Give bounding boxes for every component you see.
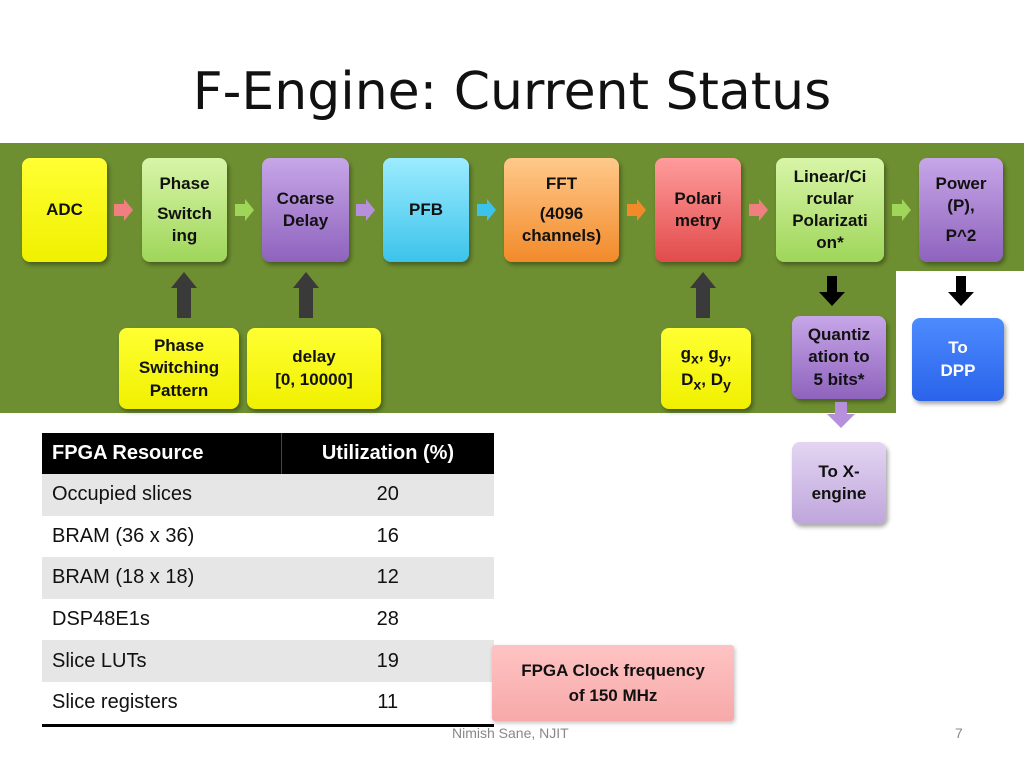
clock-frequency-note: FPGA Clock frequency of 150 MHz <box>492 645 734 721</box>
quantization-block: Quantiz ation to 5 bits* <box>792 316 886 399</box>
resource-cell: Slice LUTs <box>42 640 282 682</box>
phase-switching-block: Phase Switch ing <box>142 158 227 262</box>
fft-block: FFT (4096 channels) <box>504 158 619 262</box>
utilization-cell: 19 <box>281 640 494 682</box>
gains-line-2: Dx, Dy <box>681 369 731 393</box>
polarimetry-block: Polari metry <box>655 158 741 262</box>
arrow-linear-to-quantization <box>819 276 845 306</box>
arrow-delay-to-coarse <box>293 272 319 318</box>
to-x-engine-block: To X- engine <box>792 442 886 524</box>
table-row: BRAM (18 x 18) 12 <box>42 557 494 599</box>
resource-cell: Occupied slices <box>42 474 282 516</box>
polarimetry-line-1: Polari <box>674 188 722 208</box>
table-header-row: FPGA Resource Utilization (%) <box>42 433 494 474</box>
linear-circular-line-4: on* <box>816 233 844 253</box>
arrow-power-to-dpp <box>948 276 974 306</box>
phase-switching-line-2: Switch <box>157 203 212 223</box>
power-block: Power (P), P^2 <box>919 158 1003 262</box>
phase-pattern-line-3: Pattern <box>149 380 209 400</box>
phase-pattern-line-2: Switching <box>138 358 220 378</box>
utilization-cell: 28 <box>281 598 494 641</box>
to-dpp-block: To DPP <box>912 318 1004 401</box>
coarse-delay-line-2: Delay <box>282 211 329 230</box>
linear-circular-line-3: Polarizati <box>792 211 868 230</box>
clock-note-line-2: of 150 MHz <box>568 686 658 705</box>
adc-block: ADC <box>22 158 107 262</box>
utilization-cell: 20 <box>281 474 494 516</box>
resource-cell: Slice registers <box>42 681 282 727</box>
resource-cell: DSP48E1s <box>42 598 282 641</box>
linear-circular-line-2: rcular <box>806 188 854 208</box>
gains-line-1: gx, gy, <box>680 343 732 368</box>
resource-cell: BRAM (36 x 36) <box>42 515 282 558</box>
phase-pattern-line-1: Phase <box>153 336 205 356</box>
delay-input-block: delay [0, 10000] <box>247 328 381 409</box>
table-row: Occupied slices 20 <box>42 474 494 516</box>
arrow-gains-to-polarimetry <box>690 272 716 318</box>
table-row: BRAM (36 x 36) 16 <box>42 515 494 558</box>
footer-author: Nimish Sane, NJIT <box>452 725 569 741</box>
resource-cell: BRAM (18 x 18) <box>42 557 282 599</box>
quantization-line-2: ation to <box>808 347 870 367</box>
fft-line-2: (4096 <box>539 203 584 223</box>
clock-note-line-1: FPGA Clock frequency <box>521 660 705 680</box>
quantization-line-3: 5 bits* <box>813 369 865 389</box>
to-x-engine-line-2: engine <box>811 484 867 503</box>
table-row: Slice LUTs 19 <box>42 640 494 682</box>
coarse-delay-block: Coarse Delay <box>262 158 349 262</box>
polarimetry-line-2: metry <box>674 211 722 230</box>
phase-pattern-block: Phase Switching Pattern <box>119 328 239 409</box>
fft-line-3: channels) <box>521 226 602 246</box>
phase-switching-line-3: ing <box>171 226 198 246</box>
table-row: Slice registers 11 <box>42 681 494 727</box>
phase-switching-line-1: Phase <box>159 173 210 193</box>
slide-title: F-Engine: Current Status <box>192 62 832 122</box>
column-header-resource: FPGA Resource <box>42 433 282 474</box>
adc-label: ADC <box>46 199 83 219</box>
coarse-delay-line-1: Coarse <box>276 188 335 208</box>
arrow-quantization-to-xengine <box>827 402 855 428</box>
to-x-engine-line-1: To X- <box>818 461 860 481</box>
delay-input-line-1: delay <box>292 347 336 367</box>
linear-circular-block: Linear/Ci rcular Polarizati on* <box>776 158 884 262</box>
fpga-resource-table: FPGA Resource Utilization (%) Occupied s… <box>42 433 494 727</box>
delay-input-line-2: [0, 10000] <box>275 369 353 389</box>
quantization-line-1: Quantiz <box>807 325 871 345</box>
power-line-3: P^2 <box>945 226 977 246</box>
pfb-label: PFB <box>409 199 443 219</box>
to-dpp-line-2: DPP <box>940 360 976 380</box>
utilization-cell: 16 <box>281 515 494 558</box>
column-header-utilization: Utilization (%) <box>281 433 494 474</box>
page-number: 7 <box>955 725 963 741</box>
to-dpp-line-1: To <box>948 338 968 358</box>
arrow-pattern-to-phase <box>171 272 197 318</box>
power-line-2: (P), <box>947 195 975 215</box>
table-row: DSP48E1s 28 <box>42 598 494 641</box>
linear-circular-line-1: Linear/Ci <box>793 166 867 186</box>
utilization-cell: 12 <box>281 557 494 599</box>
utilization-cell: 11 <box>281 681 494 727</box>
pfb-block: PFB <box>383 158 469 262</box>
power-line-1: Power <box>935 173 987 193</box>
gains-input-block: gx, gy, Dx, Dy <box>661 328 751 409</box>
fft-line-1: FFT <box>545 173 578 193</box>
